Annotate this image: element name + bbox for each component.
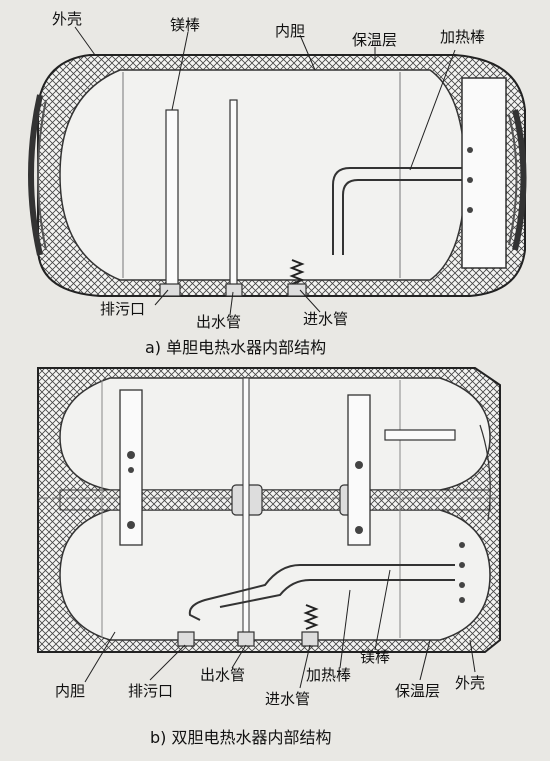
label-water-inlet-b: 进水管 xyxy=(265,690,311,708)
label-inner-tank-b: 内胆 xyxy=(55,682,86,700)
control-box-a xyxy=(461,77,507,269)
water-inlet-spring-b xyxy=(303,604,319,630)
label-heating-rod-a: 加热棒 xyxy=(440,28,486,46)
caption-b: b) 双胆电热水器内部结构 xyxy=(150,728,332,747)
label-drain-outlet-a: 排污口 xyxy=(100,300,146,318)
heating-rod-b xyxy=(188,564,455,621)
label-magnesium-rod-b: 镁棒 xyxy=(360,648,391,666)
label-insulation-b: 保温层 xyxy=(395,682,441,700)
label-outer-shell-a: 外壳 xyxy=(52,10,83,28)
right-end-cap-a xyxy=(508,109,527,251)
label-outer-shell-b: 外壳 xyxy=(455,674,486,692)
label-water-inlet-a: 进水管 xyxy=(303,310,349,328)
heating-rod-a xyxy=(332,167,462,255)
upper-heating-element-b xyxy=(384,429,456,441)
water-inlet-spring-a xyxy=(289,259,305,285)
heating-rod-bolts-b xyxy=(459,542,465,603)
double-tank-diagram xyxy=(37,367,501,689)
single-tank-diagram xyxy=(28,26,527,316)
inner-tank-a xyxy=(59,69,466,281)
label-water-outlet-a: 出水管 xyxy=(196,313,242,331)
label-magnesium-rod-a: 镁棒 xyxy=(170,16,201,34)
label-drain-outlet-b: 排污口 xyxy=(128,682,174,700)
magnesium-rod-a xyxy=(165,109,179,286)
label-heating-rod-b: 加热棒 xyxy=(306,666,352,684)
label-water-outlet-b: 出水管 xyxy=(200,666,246,684)
caption-a: a) 单胆电热水器内部结构 xyxy=(145,338,327,357)
water-outlet-pipe-a xyxy=(229,99,238,286)
label-insulation-a: 保温层 xyxy=(352,31,398,49)
left-end-cap-a xyxy=(28,94,47,256)
label-inner-tank-a: 内胆 xyxy=(275,22,306,40)
heating-rod-bolts-a xyxy=(467,147,473,213)
